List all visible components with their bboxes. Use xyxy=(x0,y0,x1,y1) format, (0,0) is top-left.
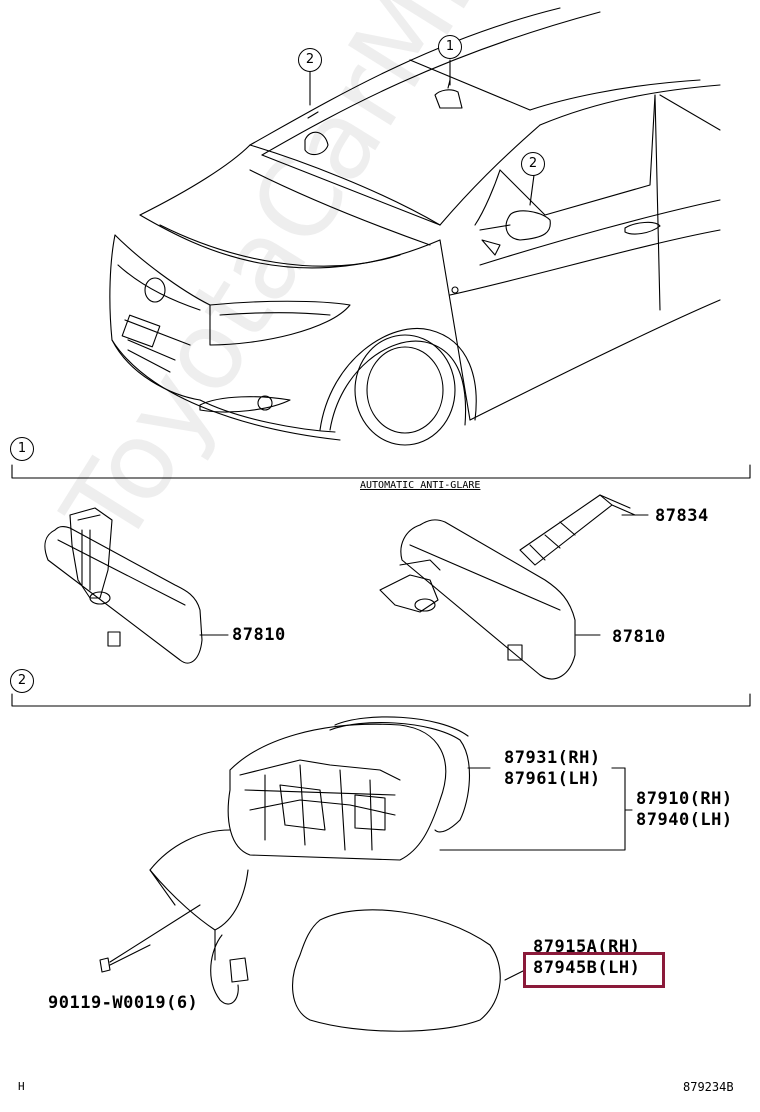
part-87931[interactable]: 87931(RH) xyxy=(504,748,601,768)
part-87810-left[interactable]: 87810 xyxy=(232,625,286,645)
callout-2a: 2 xyxy=(298,48,322,72)
part-87910[interactable]: 87910(RH) xyxy=(636,789,733,809)
section-2-frame xyxy=(11,693,751,707)
section-1-annotation: AUTOMATIC ANTI-GLARE xyxy=(360,480,481,491)
section-1-number: 1 xyxy=(10,437,34,461)
outer-mirror-assembly-drawing xyxy=(99,716,633,1005)
footer-figure-number: 879234B xyxy=(683,1080,734,1094)
part-87834[interactable]: 87834 xyxy=(655,506,709,526)
mirror-glass-drawing xyxy=(292,909,526,1032)
footer-left-code: H xyxy=(18,1080,25,1093)
section-2-number: 2 xyxy=(10,669,34,693)
car-illustration xyxy=(109,7,721,446)
part-highlight-box xyxy=(523,952,665,988)
part-90119[interactable]: 90119-W0019(6) xyxy=(48,993,199,1013)
part-87945[interactable]: 87945B(LH) xyxy=(533,958,641,978)
part-87961[interactable]: 87961(LH) xyxy=(504,769,601,789)
callout-1: 1 xyxy=(438,35,462,59)
section-1-frame xyxy=(11,464,751,479)
callout-2b: 2 xyxy=(521,152,545,176)
part-87940[interactable]: 87940(LH) xyxy=(636,810,733,830)
inner-mirror-right-drawing xyxy=(379,494,649,680)
inner-mirror-left-drawing xyxy=(44,507,229,664)
part-87810-right[interactable]: 87810 xyxy=(612,627,666,647)
